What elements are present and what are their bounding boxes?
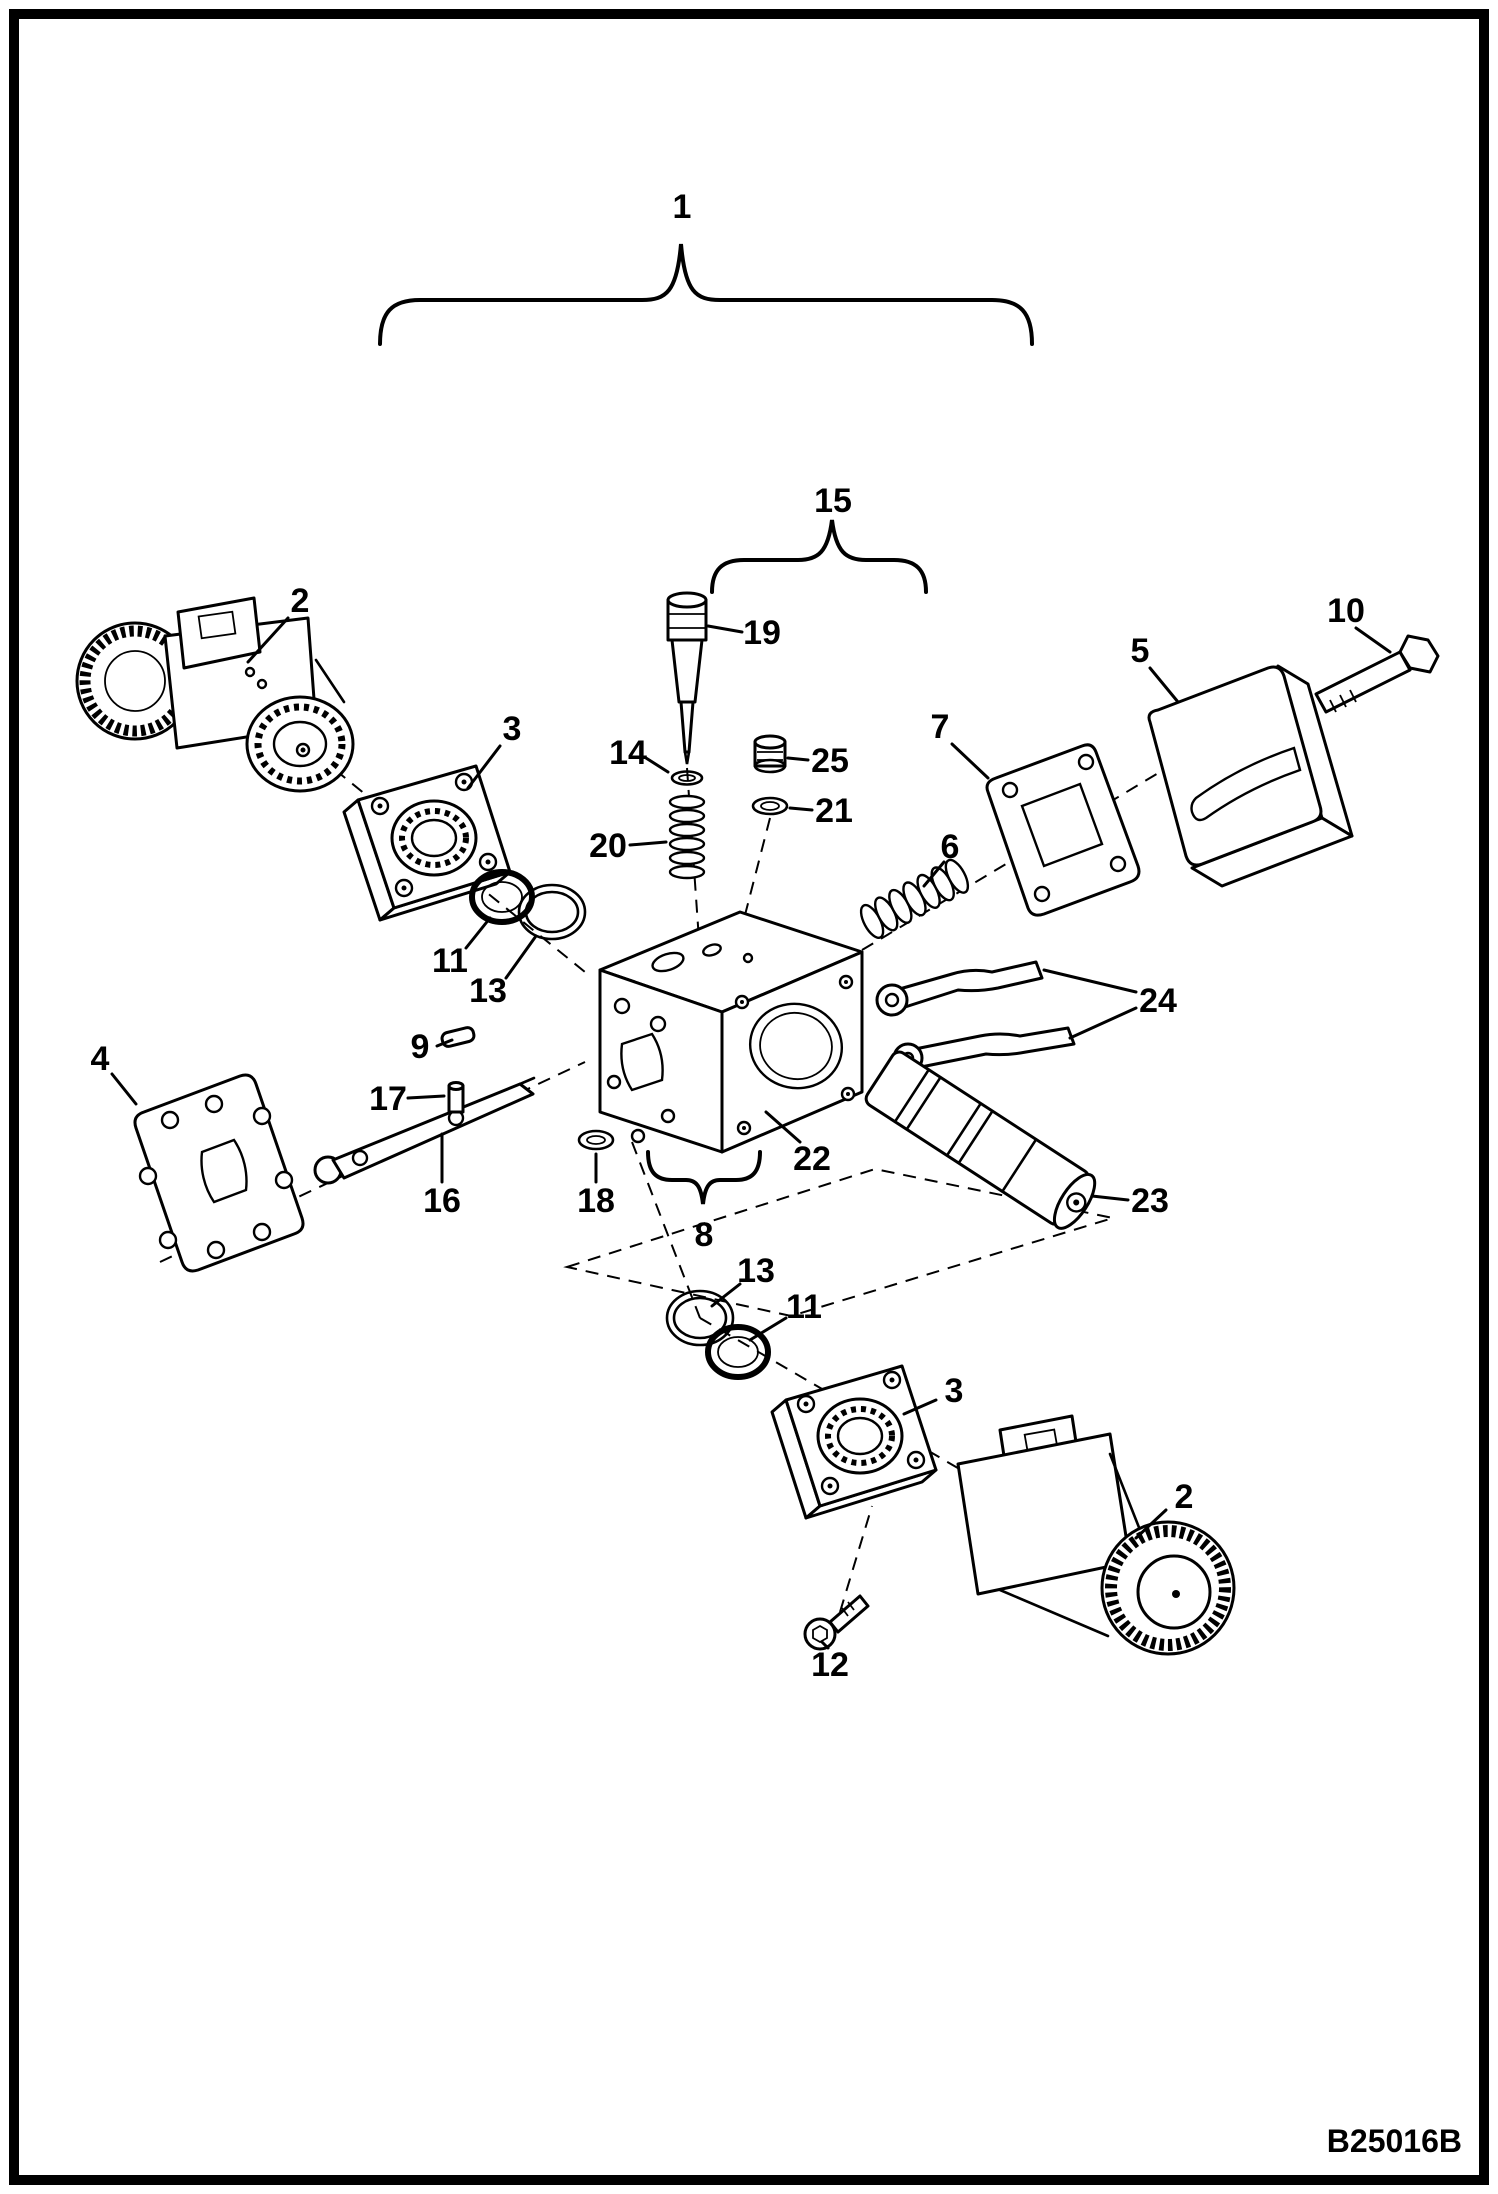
svg-text:6: 6 — [941, 828, 960, 866]
valve-adapter-lower — [770, 1364, 938, 1520]
o-ring-18 — [577, 1129, 615, 1151]
gasket-4 — [133, 1073, 305, 1273]
svg-text:15: 15 — [814, 482, 852, 520]
svg-text:24: 24 — [1139, 982, 1177, 1020]
svg-text:16: 16 — [423, 1182, 461, 1220]
callout-18: 18 — [577, 1152, 615, 1220]
svg-text:5: 5 — [1131, 632, 1150, 670]
brace-group-8 — [646, 1150, 762, 1205]
brace-group-1 — [378, 243, 1034, 346]
callout-14: 14 — [609, 734, 670, 774]
pilot-needle-valve — [666, 591, 708, 765]
plug-25 — [753, 734, 787, 774]
lever-16 — [313, 1076, 536, 1185]
svg-text:11: 11 — [786, 1288, 822, 1326]
o-ring-13-lower — [665, 1289, 735, 1347]
svg-text:2: 2 — [291, 582, 310, 620]
callout-1: 1 — [673, 188, 692, 226]
callout-20: 20 — [589, 827, 668, 865]
svg-text:13: 13 — [737, 1252, 775, 1290]
gasket-7 — [985, 743, 1141, 917]
svg-text:17: 17 — [369, 1080, 407, 1118]
callout-2: 2 — [1134, 1478, 1194, 1540]
svg-text:12: 12 — [811, 1646, 849, 1684]
svg-text:10: 10 — [1327, 592, 1365, 630]
callout-8: 8 — [695, 1216, 714, 1254]
callout-23: 23 — [1090, 1182, 1169, 1220]
svg-text:20: 20 — [589, 827, 627, 865]
svg-text:13: 13 — [469, 972, 507, 1010]
svg-text:11: 11 — [432, 942, 468, 980]
spring-6 — [859, 858, 970, 939]
callout-11: 11 — [748, 1288, 822, 1342]
callout-7: 7 — [931, 708, 990, 780]
o-ring-13-upper — [517, 883, 587, 941]
callout-12: 12 — [811, 1640, 849, 1684]
svg-text:23: 23 — [1131, 1182, 1169, 1220]
callout-16: 16 — [423, 1132, 461, 1220]
callout-11: 11 — [432, 916, 492, 980]
svg-text:3: 3 — [945, 1372, 964, 1410]
svg-text:25: 25 — [811, 742, 849, 780]
callout-13: 13 — [469, 934, 538, 1010]
o-ring-11-lower — [705, 1324, 771, 1380]
callout-9: 9 — [411, 1028, 454, 1066]
callout-4: 4 — [91, 1040, 138, 1106]
valve-spool-23 — [864, 1050, 1097, 1230]
callout-17: 17 — [369, 1080, 446, 1118]
svg-text:4: 4 — [91, 1040, 110, 1078]
svg-text:14: 14 — [609, 734, 647, 772]
valve-adapter-upper — [342, 764, 512, 922]
group-braces — [378, 243, 1034, 1205]
svg-text:1: 1 — [673, 188, 692, 226]
pivot-post-17 — [447, 1081, 465, 1114]
solenoid-valve-lower — [956, 1414, 1236, 1656]
figure-id: B25016B — [1327, 2123, 1462, 2159]
svg-text:22: 22 — [793, 1140, 831, 1178]
callout-3: 3 — [902, 1372, 964, 1416]
svg-text:9: 9 — [411, 1028, 430, 1066]
o-ring-11-upper — [469, 869, 535, 925]
callout-3: 3 — [466, 710, 522, 790]
callout-6: 6 — [922, 828, 960, 888]
svg-text:18: 18 — [577, 1182, 615, 1220]
callout-21: 21 — [788, 792, 853, 830]
callout-22: 22 — [764, 1110, 831, 1178]
brace-group-15 — [710, 519, 928, 594]
svg-text:2: 2 — [1175, 1478, 1194, 1516]
spring-20 — [668, 794, 706, 880]
callout-19: 19 — [706, 614, 781, 652]
seal-21 — [751, 796, 789, 816]
callout-25: 25 — [786, 742, 849, 780]
svg-text:19: 19 — [743, 614, 781, 652]
callout-2: 2 — [246, 582, 310, 664]
callout-13: 13 — [710, 1252, 775, 1308]
linkage-lever-upper — [875, 960, 1044, 1017]
bolt-12 — [803, 1594, 870, 1651]
bolt-10 — [1314, 634, 1440, 714]
end-cover-5 — [1147, 664, 1354, 888]
svg-text:3: 3 — [503, 710, 522, 748]
valve-block — [598, 910, 864, 1154]
callout-5: 5 — [1131, 632, 1180, 704]
pin-9 — [440, 1026, 476, 1048]
solenoid-valve-upper — [75, 596, 355, 793]
svg-text:7: 7 — [931, 708, 950, 746]
callout-15: 15 — [814, 482, 852, 520]
svg-text:21: 21 — [815, 792, 853, 830]
washer-14 — [670, 770, 704, 786]
callout-10: 10 — [1327, 592, 1392, 654]
callout-24: 24 — [1042, 968, 1177, 1040]
svg-text:8: 8 — [695, 1216, 714, 1254]
